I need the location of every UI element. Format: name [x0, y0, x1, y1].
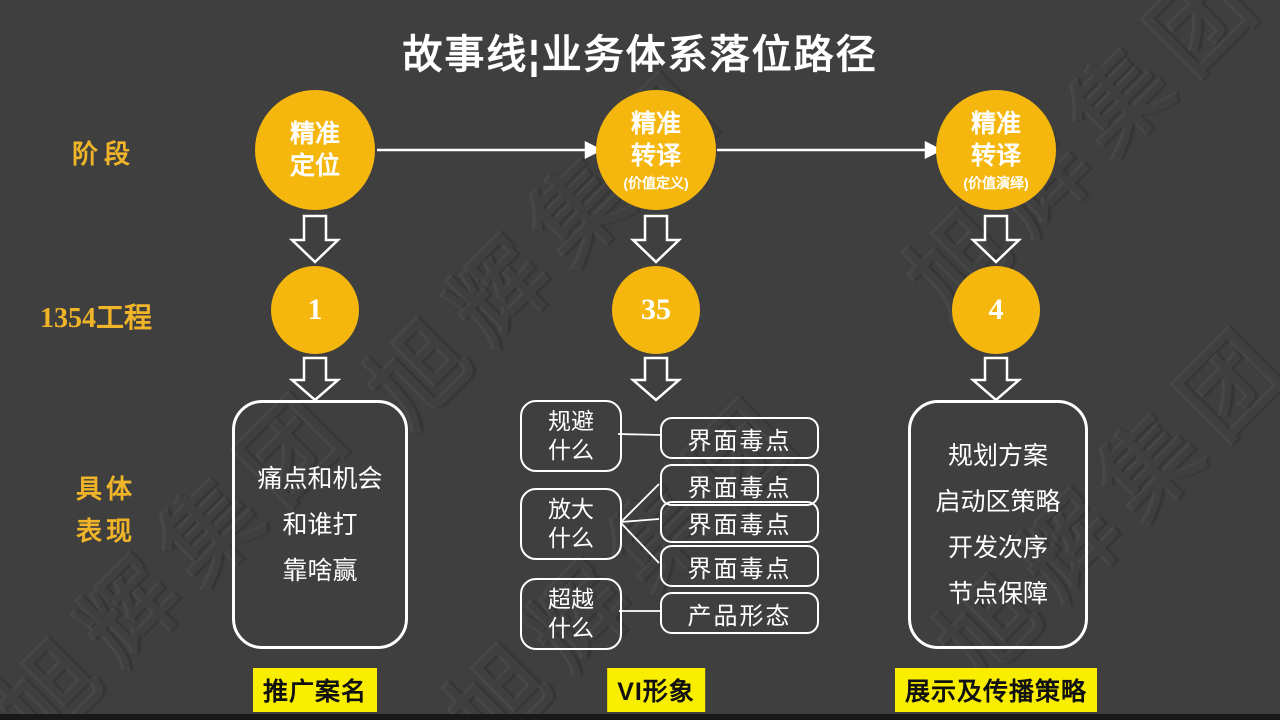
stage-circle-text: 定位: [289, 152, 340, 180]
question-text: 什么: [548, 615, 594, 641]
number-circle-1: 1: [271, 266, 359, 354]
question-box-amplify: 放大 什么: [520, 488, 622, 560]
row-label-detail-line1: 具体: [76, 474, 137, 504]
watermark-text: 旭辉集团: [347, 47, 746, 446]
down-arrow-icon: [288, 214, 342, 264]
row-label-stage: 阶段: [72, 139, 137, 169]
footer-label-vi-image: VI形象: [607, 668, 705, 712]
number-circle-35: 35: [612, 266, 700, 354]
row-label-detail: 具体 表现: [76, 468, 136, 552]
stage-arrow-2: [717, 140, 943, 160]
left-detail-line: 靠啥赢: [282, 556, 358, 585]
middle-connectors: [617, 433, 661, 612]
stage-circle-text: 转译: [970, 141, 1021, 170]
down-arrow-icon: [629, 214, 683, 264]
answer-box-interface-pain: 界面毒点: [660, 545, 819, 587]
row-label-1354-project: 1354工程: [40, 303, 153, 334]
right-detail-line: 启动区策略: [935, 487, 1061, 516]
stage-arrow-1: [377, 140, 603, 160]
stage-circle-translation-definition: 精准 转译 (价值定义): [596, 90, 716, 210]
stage-circle-positioning: 精准 定位: [255, 90, 375, 210]
down-arrow-icon: [629, 356, 683, 402]
footer-label-display-strategy: 展示及传播策略: [894, 668, 1098, 712]
down-arrow-icon: [969, 356, 1023, 402]
question-text: 放大: [548, 496, 594, 522]
answer-box-product-form: 产品形态: [660, 592, 819, 634]
down-arrow-icon: [969, 214, 1023, 264]
answer-box-interface-pain: 界面毒点: [660, 501, 819, 543]
question-box-avoid: 规避 什么: [520, 400, 622, 472]
right-detail-box: 规划方案 启动区策略 开发次序 节点保障: [908, 400, 1088, 649]
answer-box-interface-pain: 界面毒点: [660, 417, 819, 459]
slide-bottom-edge: [0, 714, 1280, 720]
stage-circle-text: 精准: [289, 120, 340, 148]
stage-circle-text: 转译: [630, 141, 681, 170]
slide-title: 故事线¦业务体系落位路径: [402, 33, 878, 77]
number-circle-4: 4: [952, 266, 1040, 354]
stage-circle-subtext: (价值定义): [623, 174, 689, 191]
question-text: 什么: [548, 437, 594, 463]
stage-circle-text: 精准: [630, 109, 681, 138]
question-box-surpass: 超越 什么: [520, 578, 622, 650]
down-arrow-icon: [288, 356, 342, 402]
stage-circle-text: 精准: [970, 109, 1021, 138]
stage-circle-translation-deduction: 精准 转译 (价值演绎): [936, 90, 1056, 210]
right-detail-line: 规划方案: [947, 441, 1048, 470]
footer-label-promotion-name: 推广案名: [252, 668, 378, 712]
right-detail-line: 节点保障: [947, 579, 1048, 608]
row-label-detail-line2: 表现: [76, 516, 137, 546]
stage-circle-subtext: (价值演绎): [963, 174, 1029, 191]
left-detail-line: 和谁打: [282, 510, 358, 539]
left-detail-box: 痛点和机会 和谁打 靠啥赢: [232, 400, 408, 649]
question-text: 超越: [548, 586, 594, 612]
right-detail-line: 开发次序: [947, 533, 1048, 562]
answer-box-interface-pain: 界面毒点: [660, 464, 819, 506]
left-detail-line: 痛点和机会: [257, 464, 383, 493]
question-text: 什么: [548, 525, 594, 551]
question-text: 规避: [548, 408, 594, 434]
